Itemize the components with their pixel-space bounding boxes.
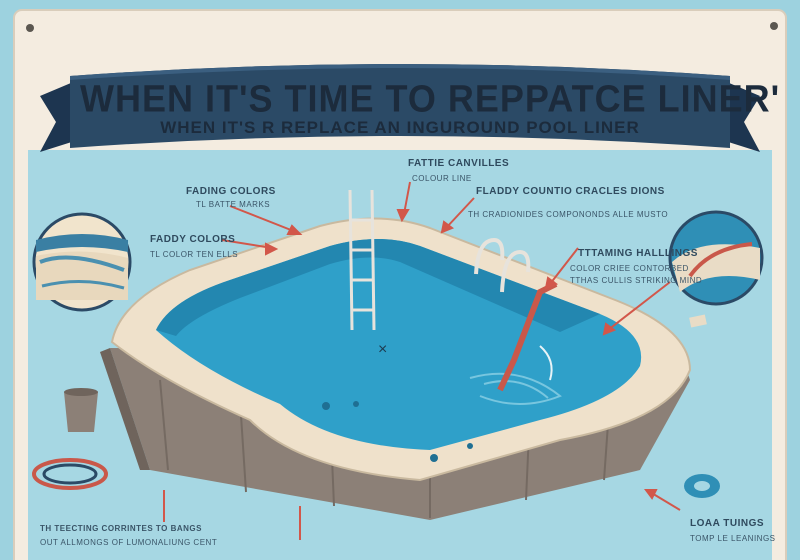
poster-title: WHEN IT'S TIME TO REPPATCE LINER'	[80, 76, 781, 120]
poster-subtitle: WHEN IT'S R REPLACE AN INGUROUND POOL LI…	[160, 118, 640, 137]
callout-heading-3: FATTIE CANVILLES	[408, 158, 510, 169]
callout-detail-6: TTHAS CULLIS STRIKING MIND	[570, 276, 703, 285]
ladder-right	[474, 237, 531, 293]
callout-heading-4: FLADDY COUNTIO CRACLES DIONS	[476, 186, 665, 197]
callout-detail-7: OUT ALLMONGS OF LUMONALIUNG CENT	[40, 538, 218, 547]
banner	[40, 64, 760, 152]
callout-detail-8: TOMP LE LEANINGS	[690, 534, 776, 543]
callout-heading-5: TTTAMING HALLLINGS	[578, 248, 698, 259]
callout-heading-7: TH TEECTING CORRINTES TO BANGS	[40, 524, 202, 533]
callout-heading-8: LOAA TUINGS	[690, 518, 765, 529]
tile-icon	[689, 314, 707, 328]
callout-detail-4: TH CRADIONIDES COMPONONDS ALLE MUSTO	[468, 210, 669, 219]
bucket-icon	[64, 388, 98, 432]
callout-detail-5: COLOR CRIEE CONTORBED	[570, 264, 689, 273]
ladder-left	[348, 189, 376, 331]
svg-text:×: ×	[378, 341, 387, 358]
callout-arrows	[163, 181, 681, 540]
pin-top-right-icon	[770, 22, 778, 30]
inset-right	[668, 210, 764, 306]
inset-left	[32, 212, 132, 312]
callout-detail-1: TL BATTE MARKS	[196, 200, 271, 209]
hose-coil-icon	[32, 458, 108, 490]
pin-top-left-icon	[26, 24, 34, 32]
callout-heading-2: FADDY COLORS	[150, 234, 236, 245]
pool: ×	[100, 189, 692, 520]
callout-detail-2: TL COLOR TEN ELLS	[150, 250, 239, 259]
tape-roll-icon	[684, 474, 720, 498]
callout-detail-3: COLOUR LINE	[412, 174, 472, 183]
callout-heading-1: FADING COLORS	[186, 186, 276, 197]
